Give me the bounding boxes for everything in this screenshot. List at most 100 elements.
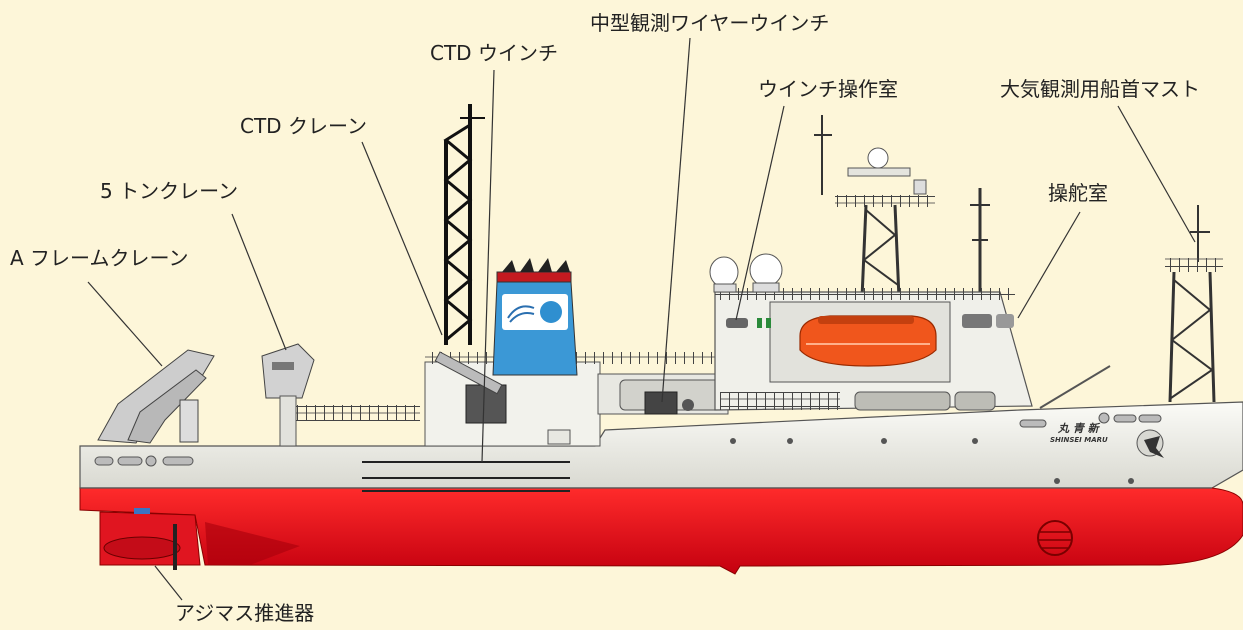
- lifeboat: [799, 315, 937, 367]
- hull-bottom: [79, 487, 1243, 575]
- porthole: [1098, 412, 1110, 424]
- label-winch-control-room: ウインチ操作室: [758, 77, 898, 101]
- label-mid-wire-winch: 中型観測ワイヤーウインチ: [590, 11, 829, 35]
- five-ton-crane: [261, 343, 315, 447]
- leader-ctd-winch: [481, 69, 495, 463]
- leader-five-ton-crane: [231, 213, 287, 351]
- radar-tower-right: [893, 204, 901, 299]
- bow-thruster-ring: [1037, 520, 1073, 556]
- a-frame-arm-inner: [127, 369, 207, 444]
- sat-dome-1-base: [713, 283, 737, 293]
- label-five-ton-crane: 5 トンクレーン: [100, 179, 238, 203]
- funnel-top-band: [496, 271, 572, 283]
- funnel-exhaust-4: [556, 260, 570, 272]
- a-frame-crane: [97, 349, 215, 444]
- leader-mid-wire-winch: [661, 37, 691, 403]
- radar-dome-icon: [867, 147, 889, 169]
- porthole: [972, 438, 978, 444]
- thruster-mount: [134, 508, 150, 514]
- label-ctd-crane: CTD クレーン: [240, 114, 367, 138]
- funnel-wave-logo: [507, 305, 535, 323]
- porthole: [1128, 478, 1134, 484]
- mid-wire-winch: [644, 391, 678, 415]
- portholes: [94, 412, 1162, 484]
- funnel-exhaust-3: [538, 258, 552, 272]
- a-frame-base: [179, 399, 199, 443]
- mast-bracing: [443, 123, 473, 342]
- leader-a-frame-crane: [87, 281, 163, 367]
- radar-upper-platform: [847, 167, 911, 177]
- lattice-mast: [443, 104, 485, 345]
- ship: 丸 青 新 SHINSEI MARU: [79, 104, 1243, 575]
- ctd-crane-arm: [434, 351, 503, 395]
- sat-dome-2: [749, 253, 783, 287]
- bridge-window: [962, 314, 992, 328]
- bow-mast-platform: [1165, 258, 1223, 272]
- winch-room-light-1: [757, 318, 762, 328]
- sat-dome-1: [709, 256, 739, 288]
- bow-mast-bracing: [1170, 279, 1214, 399]
- porthole: [1054, 478, 1060, 484]
- side-window-short: [954, 391, 996, 411]
- hull-bottom-shadow: [205, 522, 300, 565]
- radar-mast: [814, 115, 990, 300]
- azimuth-thruster: [99, 508, 201, 570]
- aft-deckhouse: [424, 361, 601, 447]
- bow-emblem-icon: [1136, 429, 1164, 458]
- crane-window: [272, 362, 294, 370]
- funnel-round-logo: [540, 301, 562, 323]
- bridge-window-2: [996, 314, 1014, 328]
- labels: 中型観測ワイヤーウインチ CTD ウインチ ウインチ操作室 大気観測用船首マスト…: [10, 11, 1200, 625]
- funnel-exhaust-1: [502, 260, 516, 272]
- label-bow-mast: 大気観測用船首マスト: [1000, 77, 1200, 101]
- leader-azimuth-thruster: [154, 565, 183, 601]
- thruster-pod: [103, 536, 181, 560]
- porthole: [730, 438, 736, 444]
- porthole: [162, 456, 194, 466]
- label-bridge: 操舵室: [1048, 181, 1108, 205]
- porthole: [145, 455, 157, 467]
- bow-mast-leg-right: [1208, 271, 1216, 403]
- porthole: [881, 438, 887, 444]
- porthole: [1138, 414, 1162, 423]
- funnel-exhaust-2: [520, 258, 534, 272]
- leader-lines: [87, 37, 1196, 601]
- label-a-frame-crane: A フレームクレーン: [10, 246, 188, 270]
- hull-name-roman: SHINSEI MARU: [1050, 436, 1108, 444]
- mid-winch-drum: [682, 399, 694, 411]
- leader-ctd-crane: [361, 141, 443, 336]
- porthole: [787, 438, 793, 444]
- crane-post: [279, 395, 297, 447]
- thruster-propeller: [173, 524, 177, 570]
- lower-grating: [720, 392, 840, 410]
- label-azimuth-thruster: アジマス推進器: [175, 601, 314, 625]
- winch-room-window: [726, 318, 748, 328]
- lifeboat-canopy: [818, 316, 914, 324]
- bow-davit: [1039, 365, 1111, 409]
- winch-room-light-2: [766, 318, 771, 328]
- bow-mast-leg-left: [1168, 271, 1176, 403]
- radar-antenna-box: [913, 179, 927, 195]
- bow-emblem-shape: [1144, 436, 1164, 458]
- porthole: [117, 456, 143, 466]
- deck-hatch: [547, 429, 571, 445]
- porthole: [1019, 419, 1047, 428]
- leader-bow-mast: [1117, 105, 1196, 243]
- radar-tower-bracing: [862, 209, 899, 286]
- leader-bridge: [1017, 211, 1081, 319]
- porthole: [1113, 414, 1137, 423]
- sat-dome-2-base: [752, 282, 780, 293]
- porthole: [94, 456, 114, 466]
- label-ctd-winch: CTD ウインチ: [430, 41, 558, 65]
- side-window-long: [854, 391, 951, 411]
- funnel: [492, 258, 578, 376]
- crane-cab: [261, 343, 315, 399]
- satellite-domes: [709, 253, 783, 293]
- stern-rail: [296, 405, 420, 421]
- bow-thruster-mark: [1037, 520, 1073, 556]
- bow-mast: [1165, 205, 1223, 403]
- ctd-winch-block: [465, 384, 507, 424]
- radar-tower-left: [860, 204, 868, 299]
- leader-winch-control-room: [735, 105, 785, 321]
